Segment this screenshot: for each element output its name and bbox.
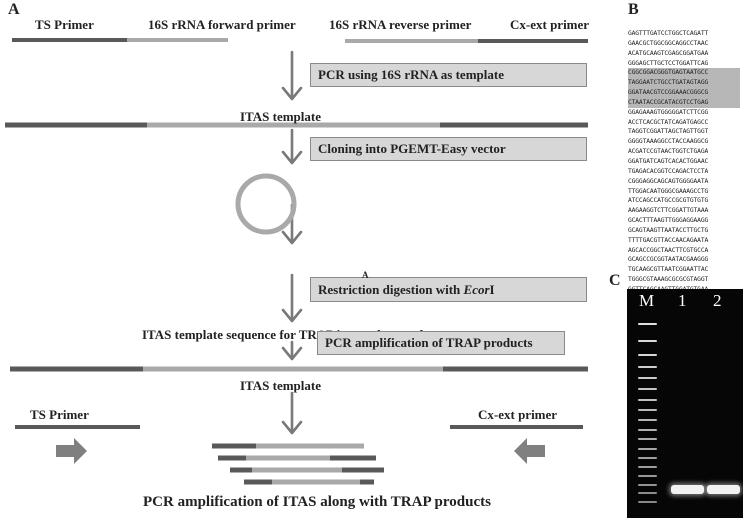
restriction-prefix: Restriction digestion with bbox=[318, 281, 464, 297]
sequence-line: TTTTGACGTTACCAACAGAATA bbox=[628, 236, 709, 244]
arrow-down-6 bbox=[281, 391, 303, 435]
sequence-line: ACGATCCGTAACTGGTCTGAGA bbox=[628, 148, 709, 156]
marker-band bbox=[638, 501, 657, 503]
marker-band bbox=[638, 465, 657, 468]
sequence-line: TAGGTCGGATTAGCTAGTTGGT bbox=[628, 128, 709, 136]
panel-label-c: C bbox=[609, 272, 621, 289]
sequence-line: CTAATACCGCATACGTCCTGAG bbox=[628, 97, 740, 108]
step-cloning: Cloning into PGEMT-Easy vector bbox=[310, 137, 587, 161]
step-pcr-template: PCR using 16S rRNA as template bbox=[310, 63, 587, 87]
sequence-line: ACCTCACGCTATCAGATGAGCC bbox=[628, 118, 709, 126]
restriction-enzyme: Ecor bbox=[463, 281, 490, 297]
sample-band bbox=[671, 485, 704, 494]
lane-label-marker: M bbox=[639, 291, 655, 310]
panel-label-a: A bbox=[8, 1, 20, 18]
sequence-line: GGAGAAAGTGGGGGATCTTCGG bbox=[628, 108, 709, 116]
marker-band bbox=[638, 409, 657, 411]
marker-band bbox=[638, 474, 657, 477]
marker-band bbox=[638, 323, 657, 325]
sequence-line: GCAGCCGCGGTAATACGAAGGG bbox=[628, 256, 709, 264]
marker-band bbox=[638, 365, 657, 368]
sequence-line: TTGGACAATGGGCGAAAGCCTG bbox=[628, 187, 709, 195]
marker-band bbox=[638, 377, 657, 380]
agarose-gel-image: M 1 2 bbox=[627, 289, 743, 518]
sequence-line: ACATGCAAGTCGAGCGGATGAA bbox=[628, 49, 709, 57]
marker-band bbox=[638, 398, 657, 401]
sequence-line: TGGGCGTAAAGCGCGCGTAGGT bbox=[628, 276, 709, 284]
marker-band bbox=[638, 483, 657, 486]
marker-band bbox=[638, 388, 657, 391]
panel-label-b: B bbox=[628, 1, 639, 18]
lane-label-1: 1 bbox=[678, 291, 687, 310]
marker-band bbox=[638, 418, 657, 421]
sequence-line: GAACGCTGGCGGCAGGCCTAAC bbox=[628, 39, 709, 47]
ts-primer-label: TS Primer bbox=[35, 17, 94, 32]
bottom-title: PCR amplification of ITAS along with TRA… bbox=[143, 494, 491, 510]
plasmid-vector-circle bbox=[235, 173, 297, 235]
marker-band bbox=[638, 456, 657, 459]
marker-band bbox=[638, 438, 657, 441]
arrow-down-2 bbox=[281, 128, 303, 165]
marker-band bbox=[638, 353, 657, 356]
lane-label-2: 2 bbox=[713, 291, 722, 310]
sequence-line: GGGAGCTTGCTCCTGGATTCAG bbox=[628, 59, 709, 67]
sequence-line: TGAGACACGGTCCAGACTCCTA bbox=[628, 167, 709, 175]
cxext-primer-bottom-label: Cx-ext primer bbox=[478, 407, 558, 422]
sequence-line: CGGGAGGCAGCAGTGGGGAATA bbox=[628, 177, 709, 185]
restriction-mark: A bbox=[362, 270, 369, 280]
sample-band bbox=[707, 485, 740, 494]
itas-template-label-2: ITAS template bbox=[240, 378, 322, 393]
sequence-line: ATCCAGCCATGCCGCGTGTGTG bbox=[628, 197, 709, 205]
arrow-down-1 bbox=[281, 50, 303, 101]
step-trap-amplification: PCR amplification of TRAP products bbox=[317, 331, 565, 355]
sequence-line: AGCACCGGCTAACTTCGTGCCA bbox=[628, 246, 709, 254]
itas-template-label-1: ITAS template bbox=[240, 109, 322, 124]
cxext-primer-direction-arrow bbox=[514, 438, 545, 464]
marker-band bbox=[638, 428, 657, 431]
sequence-line: GCAGTAAGTTAATACCTTGCTG bbox=[628, 226, 709, 234]
sequence-line: TGCAAGCGTTAATCGGAATTAC bbox=[628, 266, 709, 274]
sequence-line: AAGAAGGTCTTCGGATTGTAAA bbox=[628, 207, 709, 215]
sequence-line: GAGTTTGATCCTGGCTCAGATT bbox=[628, 30, 709, 37]
arrow-down-5 bbox=[281, 340, 303, 361]
restriction-suffix: I bbox=[489, 281, 495, 297]
reverse-primer-label: 16S rRNA reverse primer bbox=[329, 17, 472, 32]
sequence-line: TAGGAATCTGCCTGATAGTAGG bbox=[628, 78, 740, 89]
arrow-down-4 bbox=[281, 273, 303, 323]
forward-primer-label: 16S rRNA forward primer bbox=[148, 17, 296, 32]
sequence-line: GCACTTTAAGTTGGGAGGAAGG bbox=[628, 217, 709, 225]
ts-primer-direction-arrow bbox=[56, 438, 87, 464]
sequence-line: GGATAACGTCCGGAAACGGGCG bbox=[628, 88, 740, 98]
marker-band bbox=[638, 492, 657, 495]
cxext-primer-label: Cx-ext primer bbox=[510, 17, 590, 32]
marker-band bbox=[638, 340, 657, 343]
ts-primer-bottom-label: TS Primer bbox=[30, 407, 89, 422]
sequence-line: GGGGTAAAGGCCTACCAAGGCG bbox=[628, 138, 709, 146]
sequence-line: CGGCGGACGGGTGAGTAATGCC bbox=[628, 68, 740, 79]
sequence-line: GGATGATCAGTCACACTGGAAC bbox=[628, 157, 709, 165]
marker-band bbox=[638, 447, 657, 450]
